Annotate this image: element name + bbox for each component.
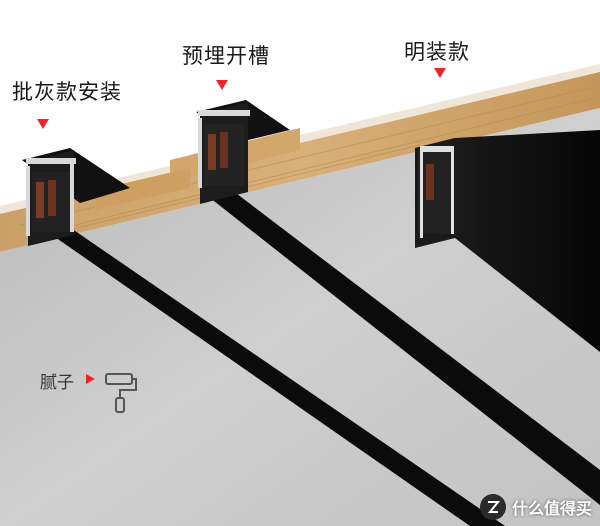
marker-surface-mount: [434, 68, 446, 78]
track-surface-mount: [415, 130, 600, 352]
watermark-text: 什么值得买: [511, 499, 592, 518]
track-embedded-groove: [200, 184, 600, 505]
paint-roller-icon: [105, 373, 137, 413]
label-surface-mount: 明装款: [404, 40, 470, 64]
profile-embedded-groove: [196, 100, 290, 204]
label-batch-putty: 批灰款安装: [12, 80, 122, 104]
putty-marker: [86, 374, 95, 384]
label-embedded-groove: 预埋开槽: [182, 44, 270, 68]
zhi-logo-icon: [479, 494, 506, 520]
watermark: 什么值得买: [479, 494, 592, 520]
profile-batch-putty: [22, 148, 130, 246]
putty-label: 腻子: [40, 373, 74, 393]
wood-block-2: [95, 168, 190, 210]
marker-embedded-groove: [216, 80, 228, 90]
marker-batch-putty: [37, 119, 49, 129]
track-batch-putty: [42, 222, 505, 526]
